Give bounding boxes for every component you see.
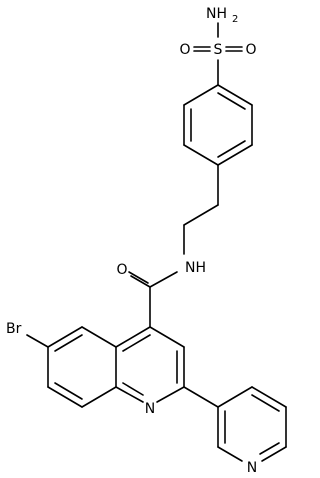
quinoline-pyridine-ring [115,326,185,403]
atom-label-pyridine-nitrogen: N [247,460,257,476]
atom-label-bromine: Br [6,321,22,337]
atom-label-amide-nh: NH [185,260,206,276]
ethyl-linker [183,164,219,255]
quinoline-benzo-ring [26,326,117,408]
atom-label-nh2-subscript: 2 [232,14,238,25]
pyridyl-ring [183,386,287,462]
atom-label-oxygen-right: O [245,42,256,58]
structure-svg: NH 2 S O O NH O Br N N [6,6,287,476]
atom-label-nh2: NH [206,6,227,22]
molecule-diagram: NH 2 S O O NH O Br N N [6,6,287,476]
atom-label-amide-oxygen: O [116,262,127,278]
atom-label-sulfur: S [214,42,223,58]
benzene-ring [183,84,253,166]
atom-label-oxygen-left: O [179,42,190,58]
atom-label-quinoline-nitrogen: N [145,401,155,417]
sulfonamide-group [193,22,243,86]
amide-group [128,271,178,328]
